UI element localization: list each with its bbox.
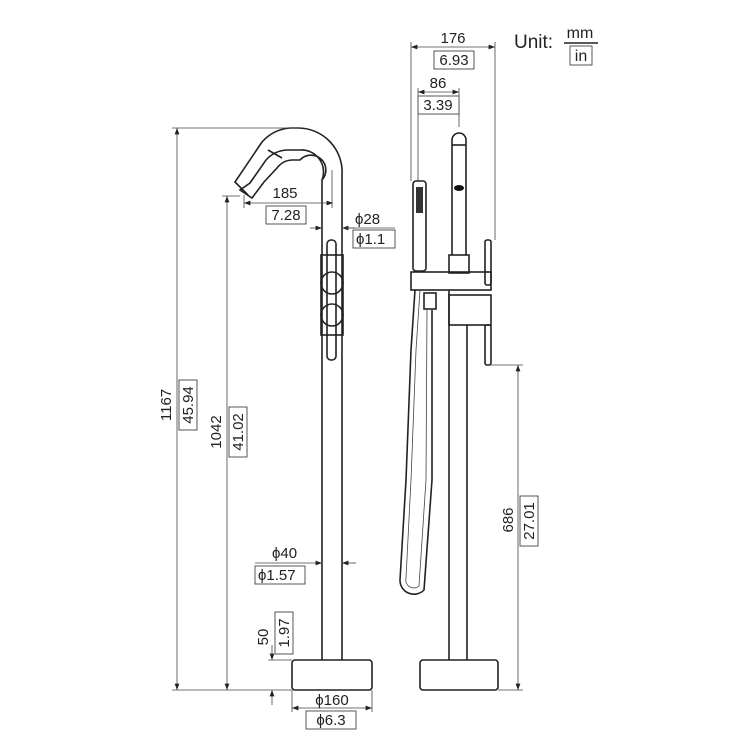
dim-base-height: 50 1.97 [255,611,294,705]
dim-pipe-diameter: ϕ40 ϕ1.57 [254,545,356,585]
base-height-mm: 50 [255,629,272,646]
spout-reach-mm: 185 [272,185,297,202]
overall-width-mm: 176 [440,30,465,47]
spout-diameter-in: ϕ1.1 [356,231,385,248]
base-diameter-mm: ϕ160 [315,692,348,709]
unit-legend: Unit: mm in [514,25,598,66]
total-height-mm: 1167 [158,389,175,421]
spout-height-in: 41.02 [230,413,247,451]
base-height-in: 1.97 [276,618,293,647]
dim-spout-height: 1042 41.02 [208,195,248,690]
dim-spout-reach: 185 7.28 [243,170,333,225]
overall-width-in: 6.93 [439,52,468,69]
spout-reach-in: 7.28 [271,207,300,224]
front-view-faucet [233,127,373,691]
dim-handshower-offset: 86 3.39 [417,75,460,181]
total-height-in: 45.94 [180,386,197,424]
handshower-offset-in: 3.39 [423,97,452,114]
spout-diameter-mm: ϕ28 [355,211,380,228]
unit-mm: mm [567,25,594,42]
pipe-diameter-in: ϕ1.57 [258,567,296,584]
handshower-offset-mm: 86 [430,75,447,92]
spout-height-mm: 1042 [208,415,225,448]
unit-label: Unit: [514,32,553,53]
dim-spout-diameter: ϕ28 ϕ1.1 [310,211,396,249]
handle-height-mm: 686 [500,507,517,532]
base-diameter-in: ϕ6.3 [316,712,345,729]
dim-overall-width: 176 6.93 [410,30,496,240]
dim-base-diameter: ϕ160 ϕ6.3 [291,690,373,730]
unit-in: in [575,48,587,65]
handle-height-in: 27.01 [521,502,538,540]
side-view-faucet [399,132,499,691]
dim-handle-height: 686 27.01 [491,364,539,691]
pipe-diameter-mm: ϕ40 [272,545,297,562]
